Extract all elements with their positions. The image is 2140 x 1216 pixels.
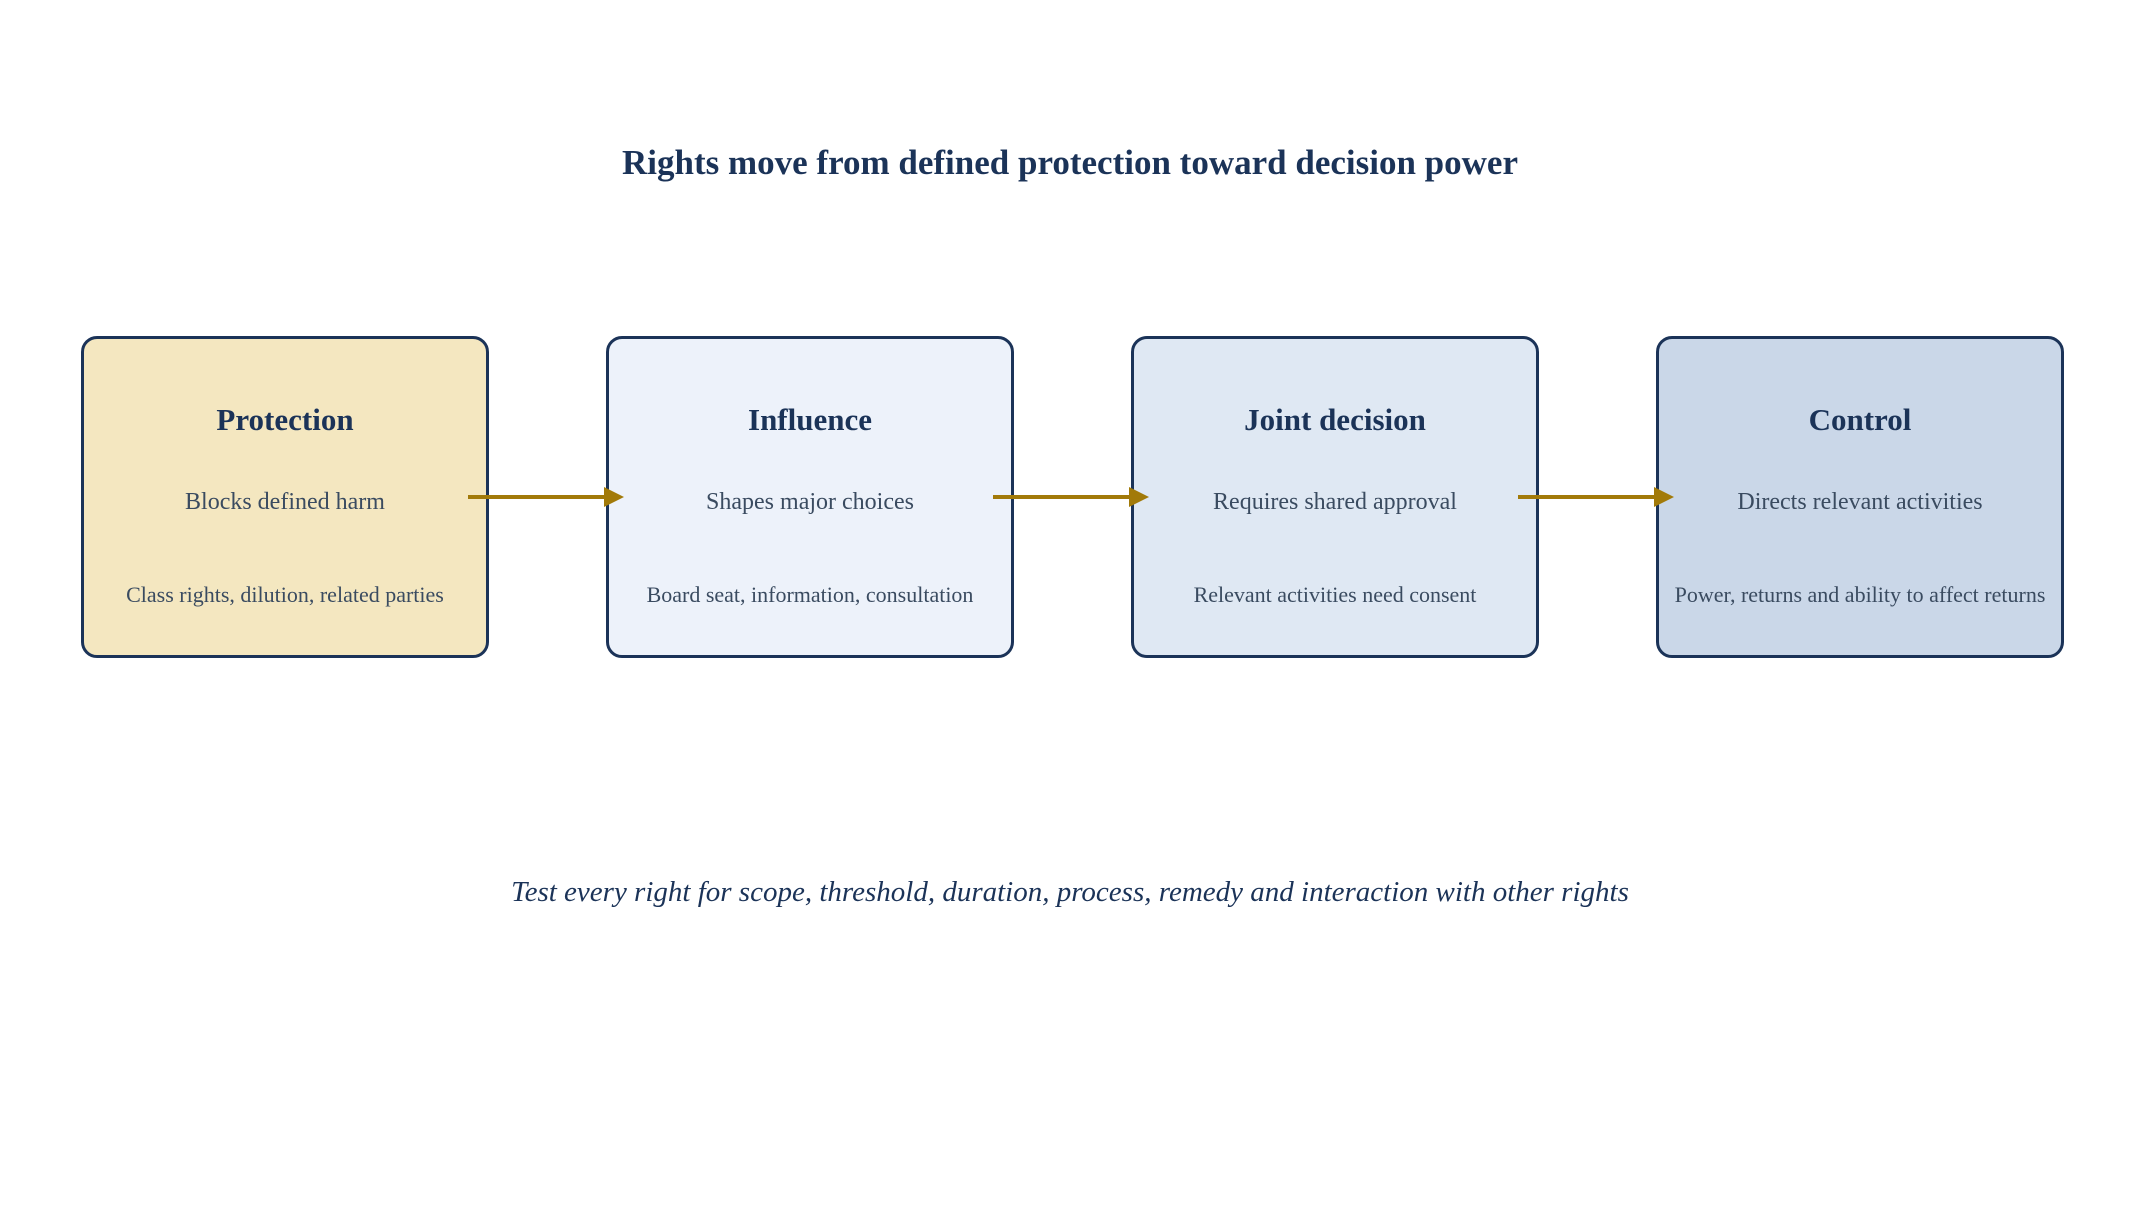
stage-title: Influence [748, 402, 872, 437]
stage-card-joint-decision: Joint decision Requires shared approval … [1131, 336, 1539, 658]
stage-title: Control [1808, 402, 1912, 437]
flow-arrow [468, 487, 624, 507]
stage-detail: Power, returns and ability to affect ret… [1674, 582, 2046, 607]
stage-card-control: Control Directs relevant activities Powe… [1656, 336, 2064, 658]
stage-subtitle: Directs relevant activities [1737, 489, 1983, 515]
stage-subtitle: Blocks defined harm [185, 489, 385, 515]
footnote: Test every right for scope, threshold, d… [511, 876, 1629, 908]
flow-arrow [1518, 487, 1674, 507]
stage-subtitle: Requires shared approval [1213, 489, 1457, 515]
stage-detail: Class rights, dilution, related parties [126, 582, 444, 607]
stage-detail: Board seat, information, consultation [646, 582, 974, 607]
diagram-title: Rights move from defined protection towa… [622, 143, 1518, 182]
flow-arrow [993, 487, 1149, 507]
stage-card-protection: Protection Blocks defined harm Class rig… [81, 336, 489, 658]
stage-title: Protection [216, 402, 354, 437]
stage-detail: Relevant activities need consent [1193, 582, 1477, 607]
stage-title: Joint decision [1244, 402, 1426, 437]
stage-subtitle: Shapes major choices [706, 489, 914, 515]
stage-card-influence: Influence Shapes major choices Board sea… [606, 336, 1014, 658]
